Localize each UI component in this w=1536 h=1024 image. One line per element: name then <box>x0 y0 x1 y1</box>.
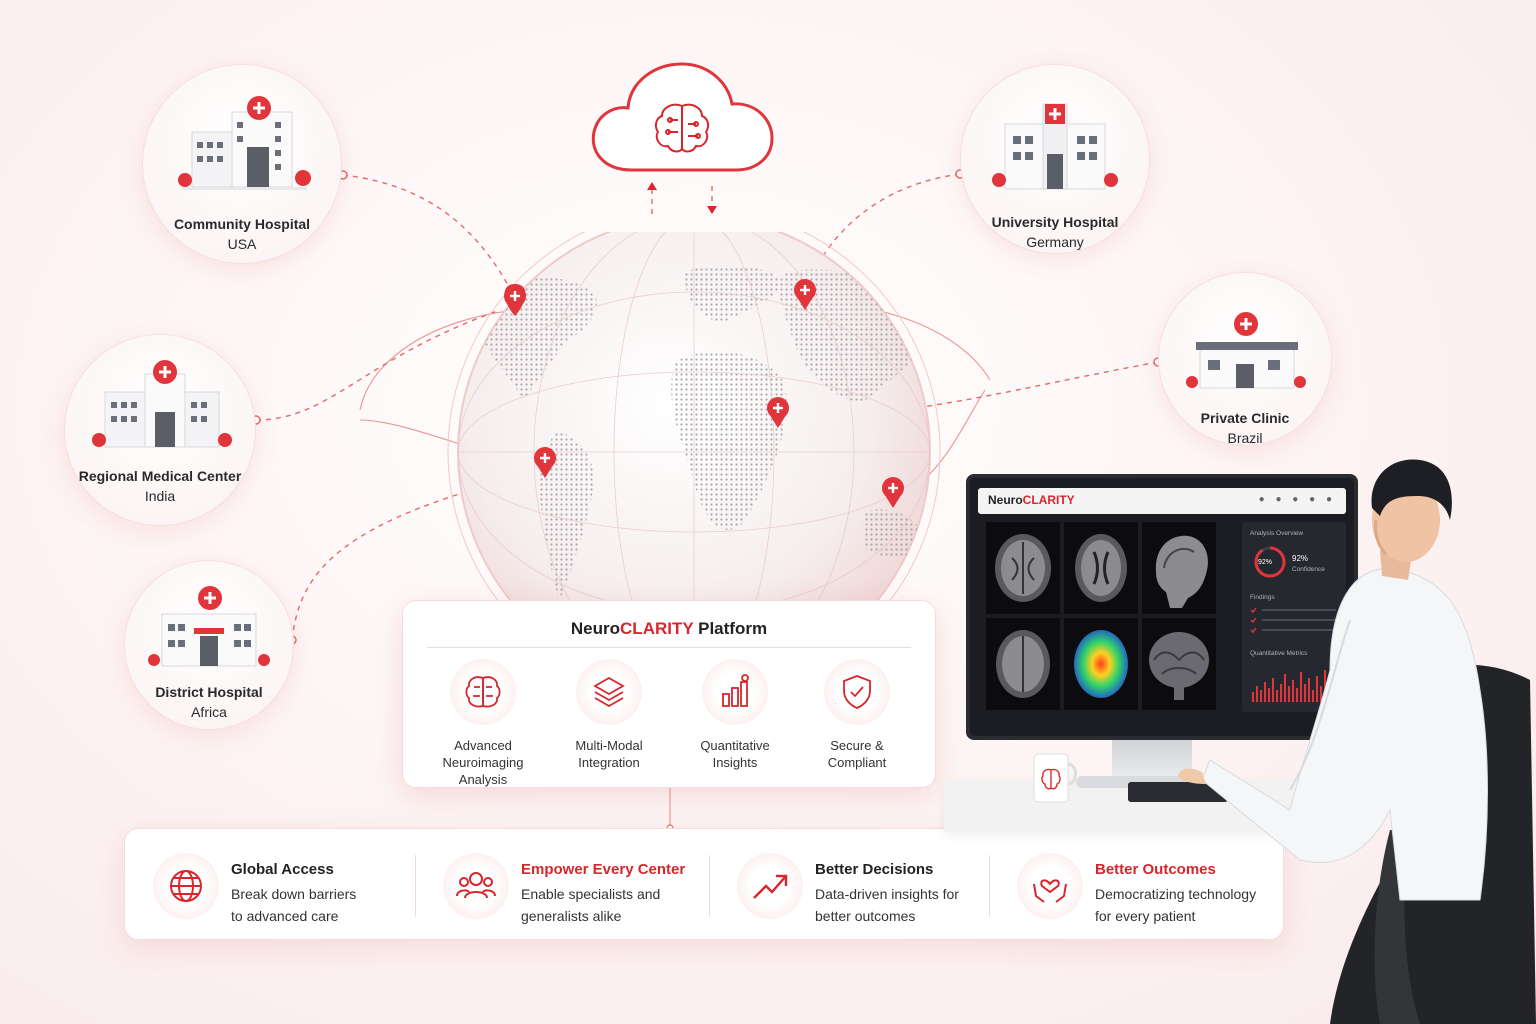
hospital-building-icon <box>92 360 232 448</box>
feature-label: Secure & Compliant <box>827 738 887 770</box>
brain-scan-sagittal[interactable] <box>1142 522 1216 614</box>
hospital-building-icon <box>178 96 311 190</box>
brain-3d-render[interactable] <box>1142 618 1216 710</box>
findings-list <box>1250 607 1336 634</box>
world-globe <box>447 232 941 652</box>
benefit-better-decisions: Better Decisions Data-driven insights fo… <box>737 853 987 924</box>
benefit-desc: Enable specialists and generalists alike <box>521 886 661 924</box>
clinic-building-icon <box>1186 312 1306 389</box>
confidence-ring-value: 92% <box>1258 559 1273 566</box>
divider <box>709 855 710 917</box>
brain-scan-axial[interactable] <box>986 522 1060 614</box>
platform-title: NeuroCLARITY Platform <box>403 619 935 639</box>
feature-secure: Secure & Compliant <box>797 659 917 771</box>
feature-quantitative: Quantitative Insights <box>675 659 795 771</box>
map-pin-icon <box>504 279 904 508</box>
hospital-building-icon <box>148 586 270 667</box>
site-region: India <box>144 488 176 504</box>
brand-prefix: Neuro <box>988 493 1023 507</box>
trend-up-icon <box>737 853 803 919</box>
benefit-title: Global Access <box>231 861 334 878</box>
site-name: Private Clinic <box>1200 410 1290 426</box>
benefit-desc: Data-driven insights for better outcomes <box>815 886 959 924</box>
feature-label: Multi-Modal Integration <box>575 738 643 770</box>
brand-accent: CLARITY <box>1022 493 1075 507</box>
bar-chart-icon <box>702 659 768 725</box>
title-suffix: Platform <box>693 619 768 638</box>
findings-label: Findings <box>1250 594 1275 601</box>
divider <box>427 647 911 648</box>
site-name: University Hospital <box>991 214 1119 230</box>
layers-icon <box>576 659 642 725</box>
site-region: USA <box>227 236 257 252</box>
people-icon <box>443 853 509 919</box>
hospital-building-icon <box>992 103 1118 190</box>
title-prefix: Neuro <box>570 619 621 638</box>
feature-label: Advanced Neuroimaging Analysis <box>442 738 524 787</box>
brain-heatmap-scan[interactable] <box>1064 618 1138 710</box>
monitor-screen: NeuroCLARITY ● ● ● ● ● Analysis Overview <box>966 474 1358 740</box>
app-brand: NeuroCLARITY <box>988 493 1075 507</box>
confidence-ring <box>1254 546 1286 578</box>
benefit-empower: Empower Every Center Enable specialists … <box>443 853 713 924</box>
confidence-label: Confidence <box>1292 566 1325 573</box>
title-accent: CLARITY <box>620 619 694 638</box>
confidence-value: 92% <box>1292 554 1309 563</box>
feature-neuroimaging: Advanced Neuroimaging Analysis <box>423 659 543 788</box>
feature-multimodal: Multi-Modal Integration <box>549 659 669 771</box>
site-name: Community Hospital <box>173 216 311 232</box>
heart-hands-icon <box>1017 853 1083 919</box>
divider <box>989 855 990 917</box>
brain-scan-axial-3[interactable] <box>986 618 1060 710</box>
shield-check-icon <box>824 659 890 725</box>
benefit-desc: Break down barriers to advanced care <box>231 886 357 924</box>
brain-scan-axial-2[interactable] <box>1064 522 1138 614</box>
platform-card: NeuroCLARITY Platform Advanced Neuroimag… <box>402 600 936 788</box>
feature-label: Quantitative Insights <box>700 738 770 770</box>
benefit-better-outcomes: Better Outcomes Democratizing technology… <box>1017 853 1277 924</box>
brain-circuit-icon <box>450 659 516 725</box>
site-region: Germany <box>1026 234 1084 250</box>
site-region: Brazil <box>1227 430 1263 446</box>
benefit-title: Empower Every Center <box>521 861 686 878</box>
cloud-brain-icon <box>591 62 774 172</box>
keyboard[interactable] <box>1128 782 1228 802</box>
doctor-at-workstation <box>1178 459 1536 1024</box>
coffee-mug <box>1033 753 1077 803</box>
panel-title: Analysis Overview <box>1250 530 1304 537</box>
benefit-desc: Democratizing technology for every patie… <box>1095 886 1257 924</box>
benefit-title: Better Decisions <box>815 861 934 878</box>
site-name: District Hospital <box>155 684 263 700</box>
site-region: Africa <box>191 704 227 720</box>
site-name: Regional Medical Center <box>78 468 242 484</box>
toolbar-icons[interactable]: ● ● ● ● ● <box>1258 494 1336 505</box>
app-topbar: NeuroCLARITY ● ● ● ● ● <box>978 488 1346 514</box>
benefits-bar: Global Access Break down barriers to adv… <box>124 828 1284 940</box>
benefit-global-access: Global Access Break down barriers to adv… <box>153 853 413 924</box>
globe-icon <box>153 853 219 919</box>
metrics-label: Quantitative Metrics <box>1250 650 1308 657</box>
divider <box>415 855 416 917</box>
benefit-title: Better Outcomes <box>1095 861 1216 878</box>
